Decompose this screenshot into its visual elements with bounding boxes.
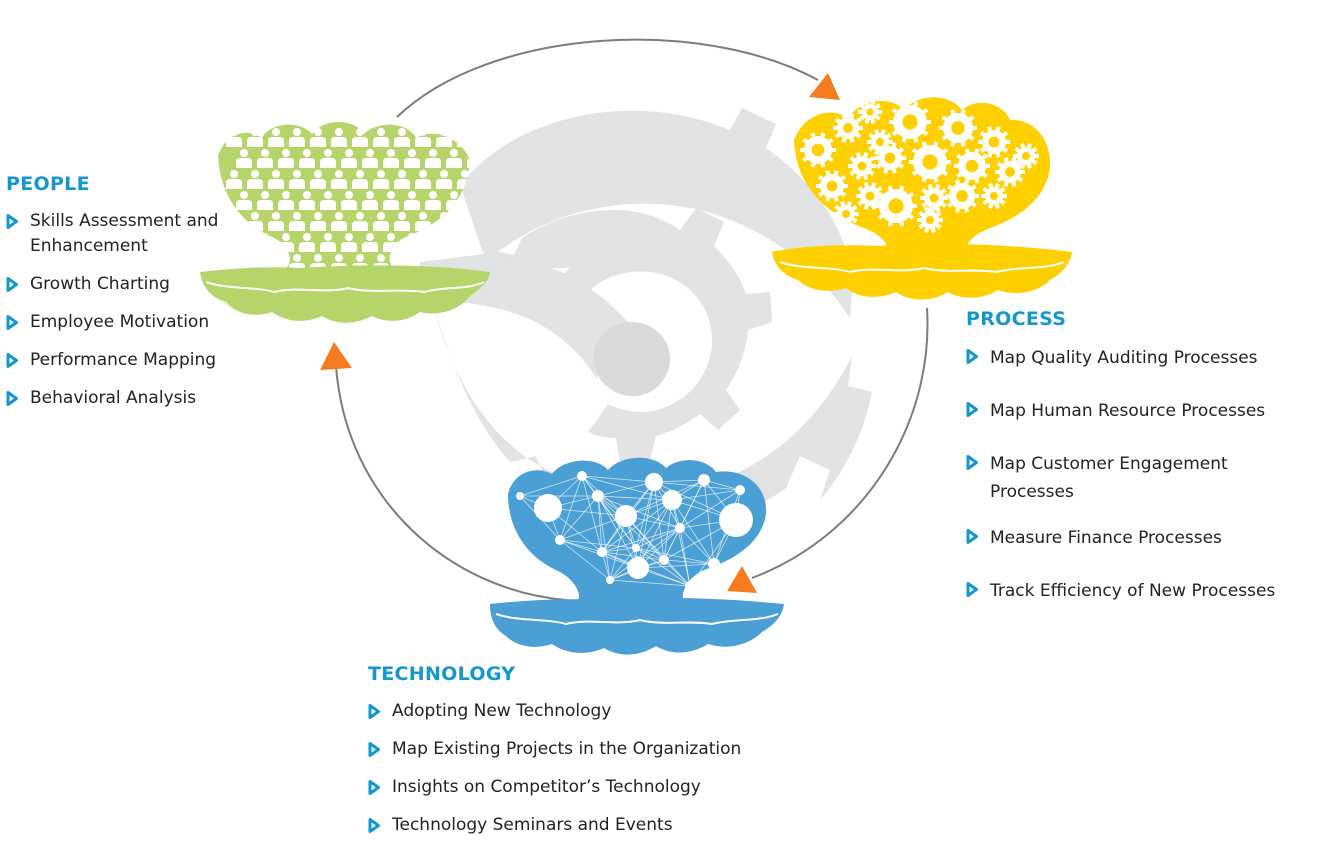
- cycle-line-technology-to-people: [335, 365, 567, 601]
- list-item: Performance Mapping: [6, 348, 242, 373]
- list-item-label: Map Customer Engagement Processes: [990, 454, 1228, 502]
- bullet-arrow-icon: [368, 818, 380, 833]
- list-item-label: Growth Charting: [30, 274, 170, 294]
- list-item: Growth Charting: [6, 272, 242, 297]
- bullet-arrow-icon: [368, 780, 380, 795]
- technology-list: Adopting New Technology Map Existing Pro…: [368, 699, 808, 838]
- bullet-arrow-icon: [966, 582, 978, 597]
- list-item: Technology Seminars and Events: [368, 813, 808, 838]
- list-item: Behavioral Analysis: [6, 386, 242, 411]
- bullet-arrow-icon: [6, 277, 18, 292]
- people-shell-icon: [200, 122, 490, 323]
- process-shell-icon: [772, 97, 1072, 300]
- cycle-line-people-to-process: [396, 38, 819, 118]
- process-heading: PROCESS: [966, 308, 1067, 330]
- process-section: PROCESS Map Quality Auditing Processes M…: [966, 308, 1311, 630]
- list-item: Adopting New Technology: [368, 699, 808, 724]
- bullet-arrow-icon: [6, 214, 18, 229]
- list-item-label: Adopting New Technology: [392, 701, 612, 721]
- list-item-label: Technology Seminars and Events: [392, 815, 673, 835]
- bullet-arrow-icon: [966, 529, 978, 544]
- people-list: Skills Assessment and Enhancement Growth…: [6, 209, 242, 411]
- list-item: Map Quality Auditing Processes: [966, 344, 1311, 372]
- bullet-arrow-icon: [966, 455, 978, 470]
- bullet-arrow-icon: [6, 391, 18, 406]
- list-item-label: Map Human Resource Processes: [990, 401, 1266, 421]
- list-item: Track Efficiency of New Processes: [966, 577, 1311, 605]
- bullet-arrow-icon: [368, 742, 380, 757]
- cycle-lines: [335, 38, 929, 601]
- cycle-line-process-to-technology: [751, 307, 929, 579]
- list-item: Map Existing Projects in the Organizatio…: [368, 737, 808, 762]
- list-item-label: Skills Assessment and Enhancement: [30, 211, 219, 256]
- list-item-label: Measure Finance Processes: [990, 528, 1222, 548]
- list-item-label: Behavioral Analysis: [30, 388, 197, 408]
- people-section: PEOPLE Skills Assessment and Enhancement…: [6, 173, 242, 424]
- list-item-label: Map Quality Auditing Processes: [990, 348, 1258, 368]
- bullet-arrow-icon: [368, 704, 380, 719]
- list-item-label: Insights on Competitor’s Technology: [392, 777, 701, 797]
- list-item: Skills Assessment and Enhancement: [6, 209, 242, 259]
- arrow-to-people-icon: [320, 342, 352, 370]
- cycle-arrows: [320, 73, 840, 593]
- bullet-arrow-icon: [6, 353, 18, 368]
- list-item-label: Map Existing Projects in the Organizatio…: [392, 739, 742, 759]
- technology-heading: TECHNOLOGY: [368, 663, 516, 685]
- list-item: Employee Motivation: [6, 310, 242, 335]
- bullet-arrow-icon: [966, 402, 978, 417]
- list-item: Map Human Resource Processes: [966, 397, 1311, 425]
- technology-section: TECHNOLOGY Adopting New Technology Map E…: [368, 663, 808, 851]
- list-item: Measure Finance Processes: [966, 524, 1311, 552]
- list-item: Insights on Competitor’s Technology: [368, 775, 808, 800]
- list-item: Map Customer Engagement Processes: [966, 450, 1290, 506]
- arrow-to-technology-icon: [727, 566, 757, 593]
- arrow-to-process-icon: [809, 73, 840, 100]
- list-item-label: Track Efficiency of New Processes: [990, 581, 1276, 601]
- bullet-arrow-icon: [966, 349, 978, 364]
- list-item-label: Performance Mapping: [30, 350, 217, 370]
- list-item-label: Employee Motivation: [30, 312, 210, 332]
- bullet-arrow-icon: [6, 315, 18, 330]
- people-heading: PEOPLE: [6, 173, 90, 195]
- process-list: Map Quality Auditing Processes Map Human…: [966, 344, 1311, 605]
- technology-shell-icon: [490, 457, 784, 655]
